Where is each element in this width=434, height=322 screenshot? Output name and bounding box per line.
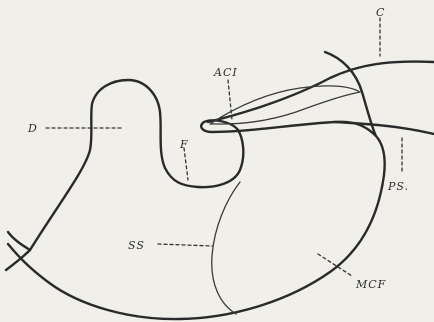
leader-aci: [228, 80, 232, 120]
label-d: D: [27, 122, 38, 135]
label-ps: PS.: [387, 180, 409, 193]
outer-outline: [8, 80, 385, 319]
lower-band: [335, 122, 434, 134]
leader-ss: [158, 244, 212, 246]
ss-curve: [212, 182, 240, 314]
inner-tongue: [210, 86, 360, 124]
label-mcf: MCF: [355, 278, 386, 291]
label-f: F: [179, 138, 189, 151]
left-tail-lower: [6, 250, 30, 270]
label-aci: ACI: [213, 66, 238, 79]
upper-band: [208, 62, 434, 122]
leader-f: [184, 148, 188, 180]
label-ss: SS: [128, 239, 145, 252]
label-c: C: [376, 6, 385, 19]
